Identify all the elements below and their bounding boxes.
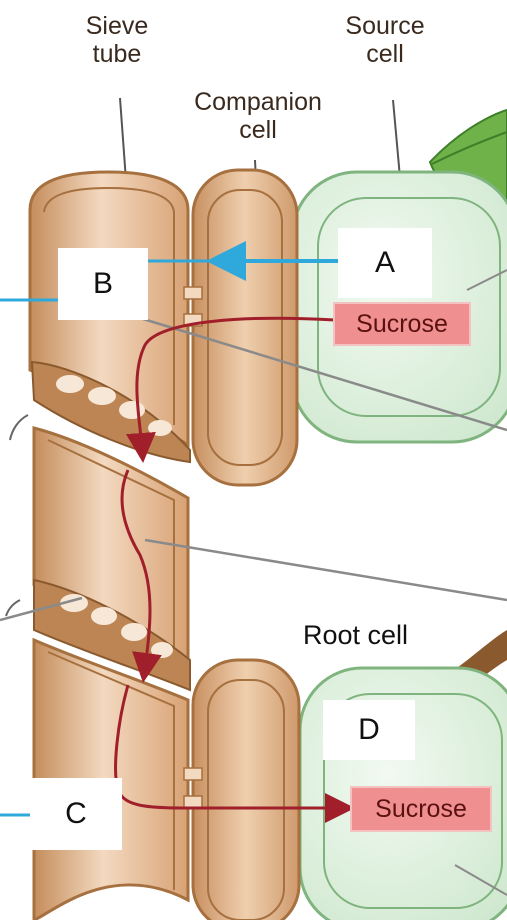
answer-box-b: B (58, 248, 148, 320)
answer-box-c: C (30, 778, 122, 850)
left-edge-mark (6, 600, 20, 616)
companion-cell-label: Companion cell (168, 88, 348, 144)
sieve-pore (56, 375, 84, 393)
answer-box-a: A (338, 228, 432, 298)
pointer-line (145, 540, 507, 600)
sieve-pore (151, 642, 173, 658)
left-edge-mark (10, 415, 28, 440)
source-cell-label: Source cell (320, 12, 450, 68)
root-cell-label: Root cell (303, 620, 408, 651)
plasmodesma (184, 287, 202, 299)
answer-box-d: D (323, 700, 415, 760)
plasmodesma (184, 796, 202, 808)
source-sucrose-label: Sucrose (333, 302, 471, 346)
plasmodesma (184, 768, 202, 780)
sieve-pore (91, 607, 117, 625)
sieve-tube-label: Sieve tube (62, 12, 172, 68)
sieve-pore (88, 387, 116, 405)
sieve-pore (148, 420, 172, 436)
root-sucrose-label: Sucrose (350, 786, 492, 832)
sieve-pore (121, 623, 147, 641)
sieve-pore (119, 401, 145, 419)
